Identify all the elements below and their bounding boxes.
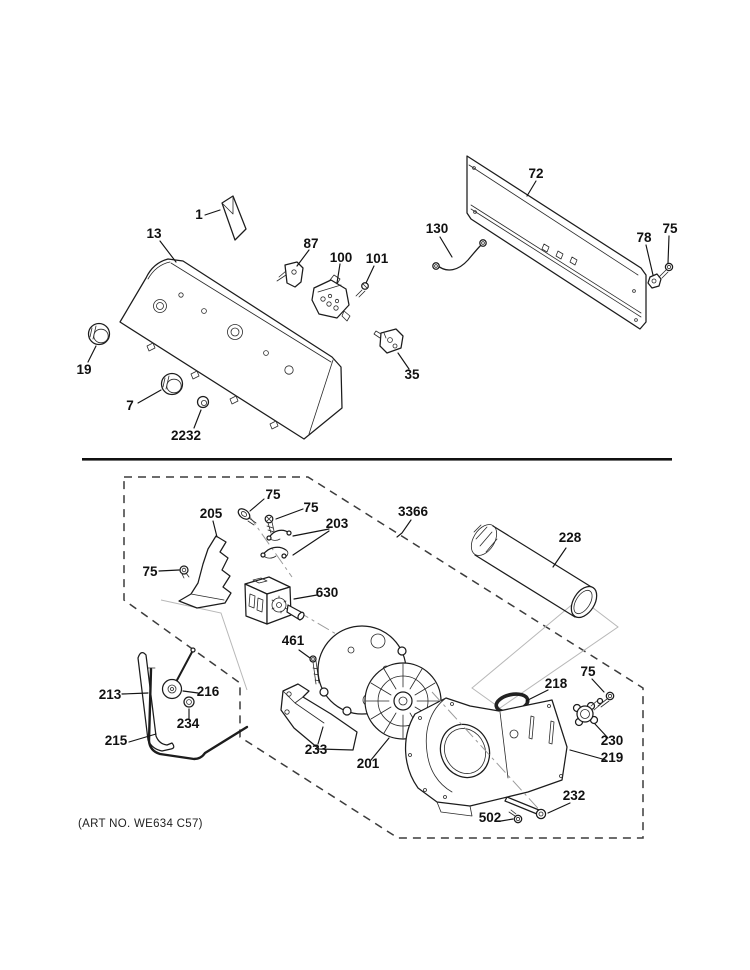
- part-216-idler-pulley: 216: [161, 647, 220, 700]
- callout-230-label: 230: [601, 733, 624, 748]
- callout-72-label: 72: [528, 166, 543, 181]
- part-203-clamps: 203: [260, 516, 349, 559]
- part-2232-clip: 2232: [171, 395, 210, 443]
- callout-233-label: 233: [305, 742, 328, 757]
- callout-75-blower-label: 75: [580, 664, 596, 679]
- callout-100-label: 100: [330, 250, 353, 265]
- axis-line-1: [247, 513, 293, 578]
- part-234-washer: 234: [177, 696, 200, 731]
- part-35-switch: 35: [373, 328, 420, 382]
- callout-35-label: 35: [404, 367, 420, 382]
- part-75-screw-blower: 75: [580, 664, 615, 708]
- callout-75-wing-label: 75: [265, 487, 281, 502]
- part-130-wire: 130: [426, 221, 487, 271]
- callout-203-label: 203: [326, 516, 349, 531]
- callout-19-label: 19: [76, 362, 91, 377]
- callout-216-label: 216: [197, 684, 220, 699]
- callout-75-bracket-label: 75: [142, 564, 158, 579]
- ghost-bulkhead-line: [471, 597, 619, 709]
- callout-3366-label: 3366: [398, 504, 429, 519]
- part-201-motor-blower: 201: [317, 625, 442, 771]
- callout-130-label: 130: [426, 221, 449, 236]
- callout-218-label: 218: [545, 676, 568, 691]
- callout-78-label: 78: [636, 230, 652, 245]
- callout-234-label: 234: [177, 716, 200, 731]
- part-100-rotary-switch: 100: [311, 250, 353, 322]
- callout-2232-label: 2232: [171, 428, 201, 443]
- part-19-knob: 19: [76, 322, 111, 377]
- part-75-screw-panel: 75: [658, 221, 678, 279]
- callout-101-label: 101: [366, 251, 389, 266]
- part-101-screw: 101: [355, 251, 389, 298]
- callout-87-label: 87: [303, 236, 318, 251]
- callout-1-label: 1: [195, 207, 203, 222]
- part-215-idler-arm: 215: [105, 667, 249, 761]
- ghost-panel-line: [160, 599, 248, 691]
- part-75-screw-clamp: 75: [264, 500, 319, 534]
- part-205-bracket: 205: [178, 506, 232, 609]
- section-divider: [82, 458, 672, 461]
- callout-502-label: 502: [479, 810, 502, 825]
- callout-228-label: 228: [559, 530, 582, 545]
- axis-line-3: [431, 691, 546, 817]
- callout-75-panel-label: 75: [662, 221, 678, 236]
- part-228-duct: 228: [470, 524, 598, 619]
- part-13-control-panel: 13: [119, 226, 343, 440]
- callout-205-label: 205: [200, 506, 223, 521]
- callout-201-label: 201: [357, 756, 380, 771]
- part-1-literature-envelope: 1: [195, 195, 247, 241]
- part-461-screw: 461: [282, 633, 321, 685]
- part-630-timer: 630: [244, 576, 339, 625]
- callout-630-label: 630: [316, 585, 339, 600]
- callout-75-clamp-label: 75: [303, 500, 319, 515]
- part-75-screw-bracket: 75: [142, 564, 190, 579]
- part-230: 230: [572, 697, 624, 748]
- assembly-boundary-3366: 3366: [123, 476, 644, 839]
- part-7-knob: 7: [126, 372, 184, 413]
- part-213-belt: 213: [99, 651, 175, 752]
- part-502-screw: 502: [479, 809, 523, 825]
- part-75-wing-screw: 75: [237, 487, 281, 526]
- part-78-clip: 78: [636, 230, 662, 289]
- part-72-backsplash-panel: 72: [466, 155, 647, 330]
- callout-215-label: 215: [105, 733, 128, 748]
- callout-7-label: 7: [126, 398, 134, 413]
- callout-13-label: 13: [146, 226, 162, 241]
- part-232-bolt: 232: [504, 788, 586, 820]
- callout-232-label: 232: [563, 788, 586, 803]
- callout-219-label: 219: [601, 750, 624, 765]
- callout-213-label: 213: [99, 687, 122, 702]
- art-number: (ART NO. WE634 C57): [78, 818, 203, 830]
- part-87-switch: 87: [276, 236, 319, 288]
- part-233-motor-bracket: 233: [280, 683, 358, 757]
- callout-461-label: 461: [282, 633, 305, 648]
